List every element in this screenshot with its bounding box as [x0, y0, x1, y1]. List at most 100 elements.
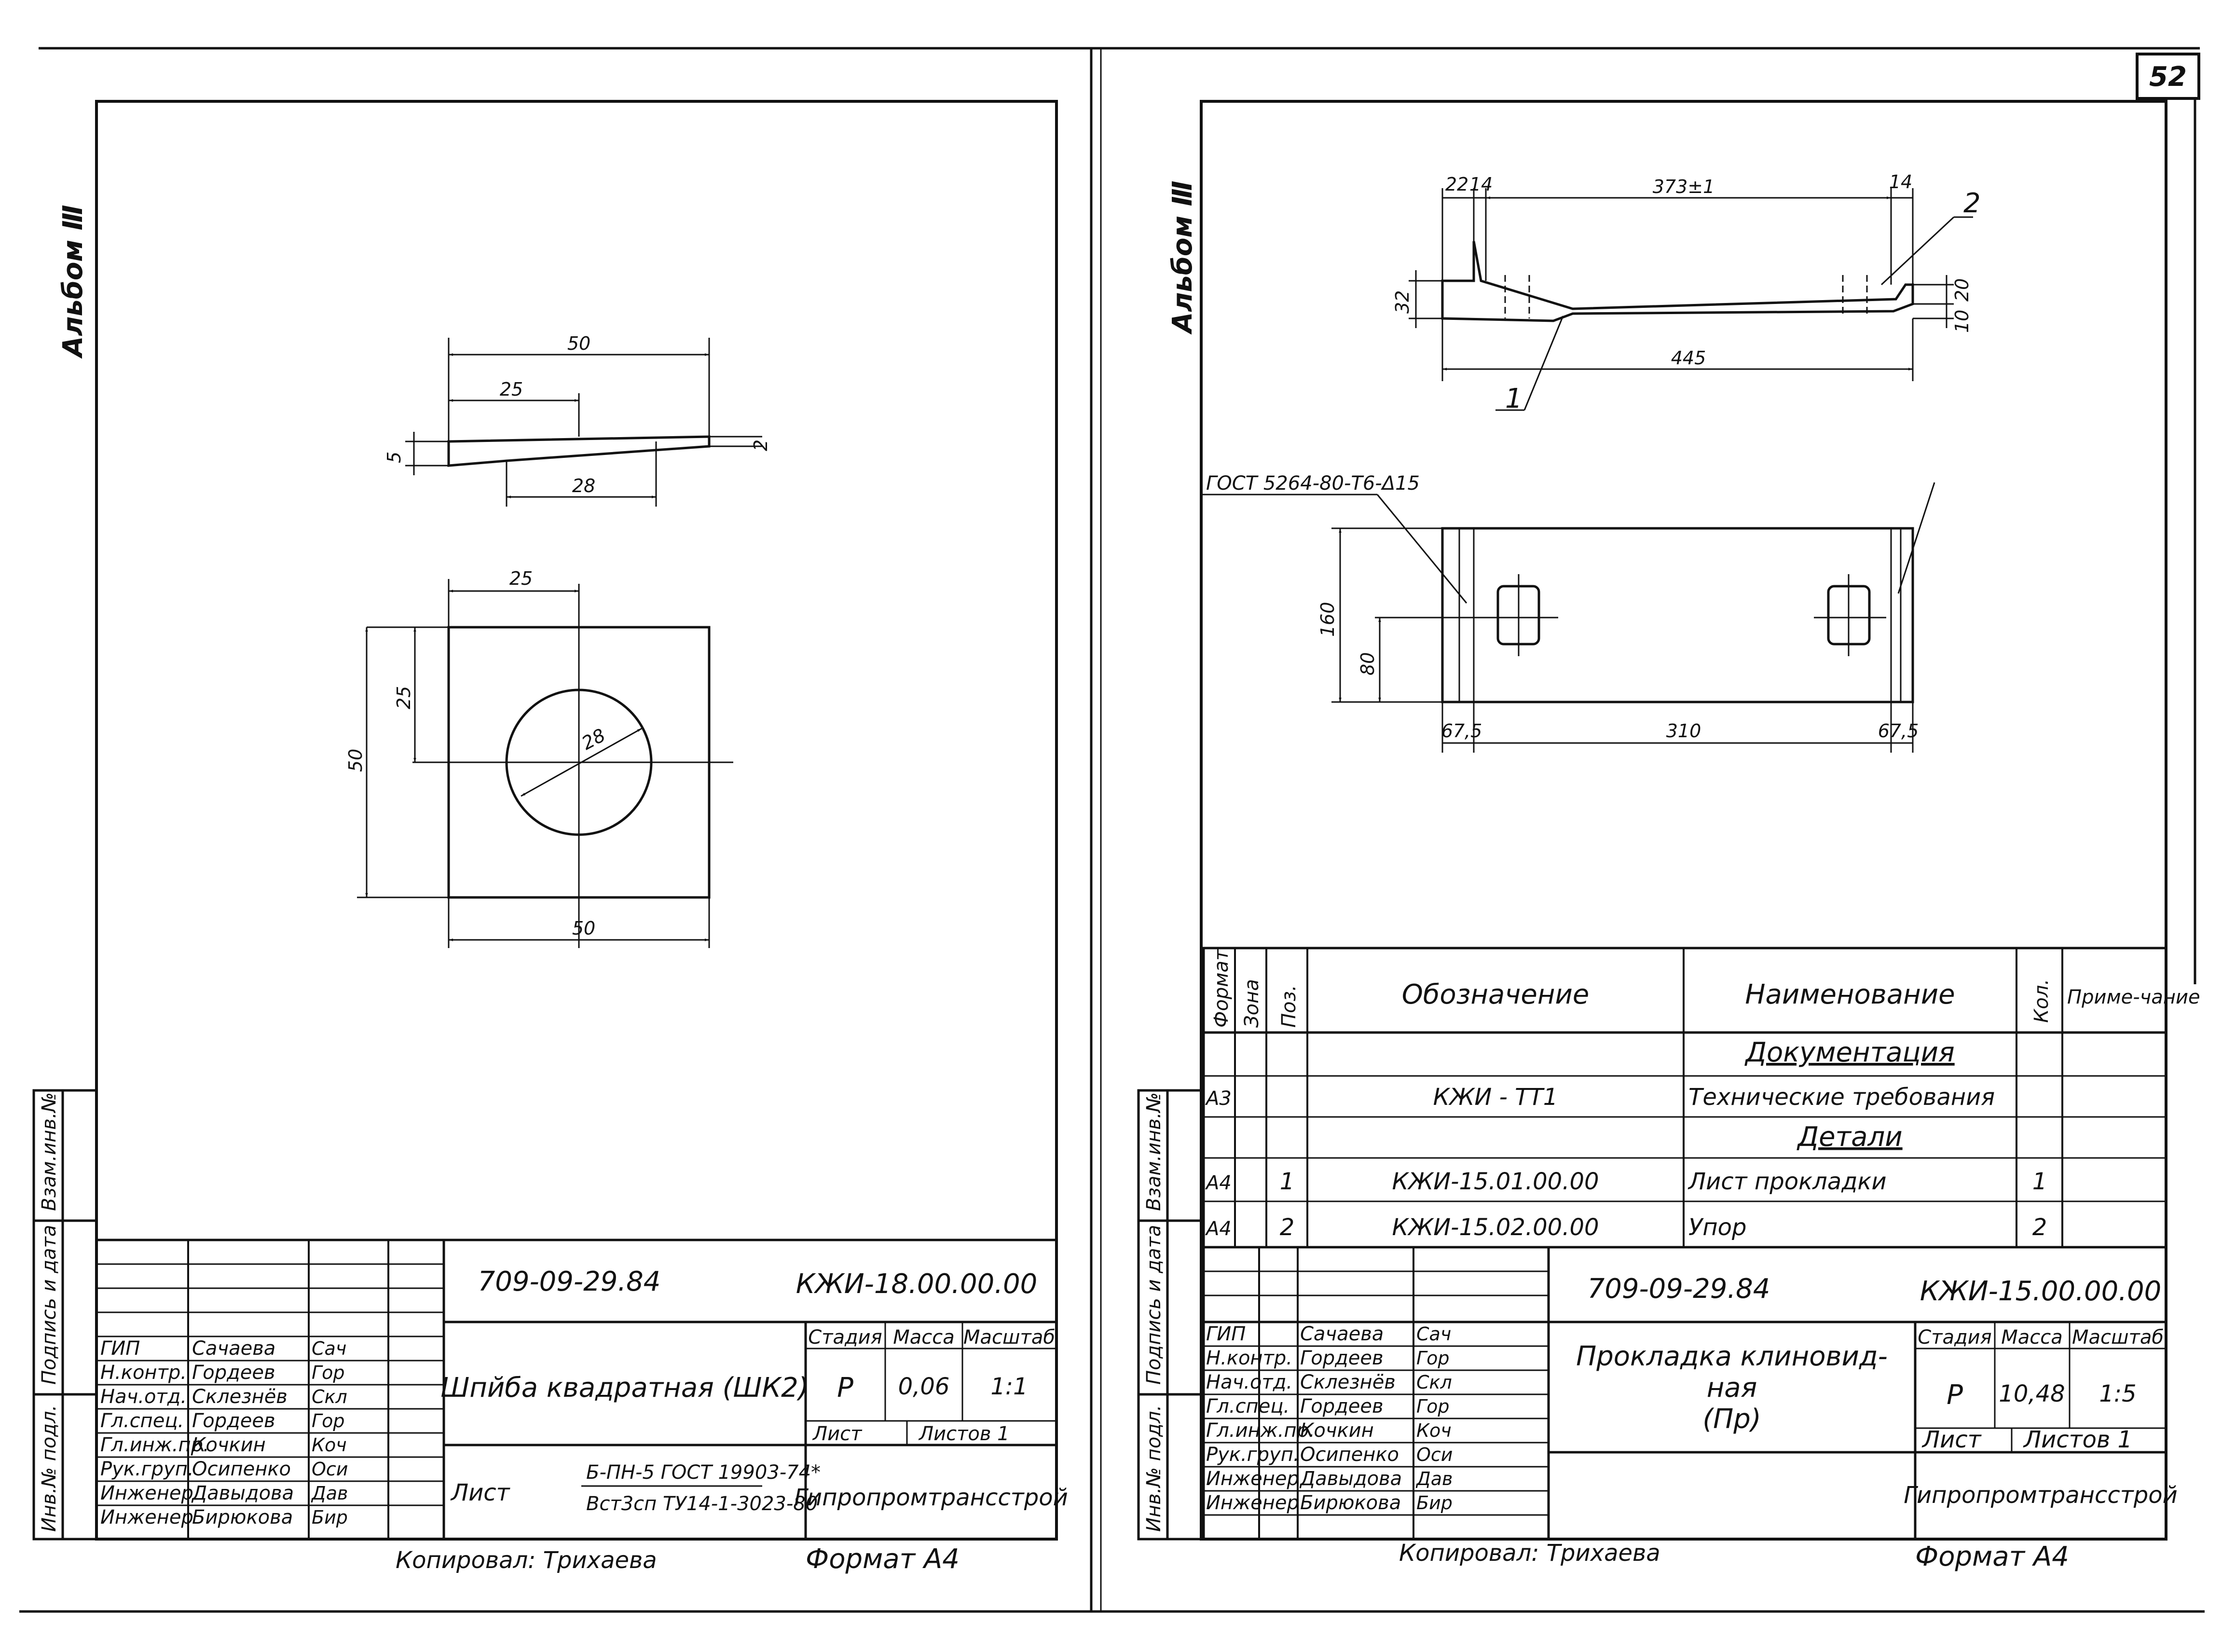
staff-role: Н.контр. — [100, 1362, 187, 1384]
spec-cell-name: Технические требования — [1688, 1084, 1995, 1111]
left-copied: Копировал: Трихаева — [396, 1547, 657, 1574]
staff-signature: Оси — [1416, 1444, 1453, 1465]
dim-wedge-span: 373±1 — [1653, 176, 1715, 197]
right-album-label: Альбом Ⅲ — [1167, 180, 1198, 335]
right-stage: Р — [1947, 1379, 1963, 1411]
staff-signature: Коч — [1416, 1420, 1452, 1441]
page-number-box: 52 — [2136, 53, 2200, 100]
dim-plan-half-v: 25 — [393, 686, 414, 709]
staff-name: Склезнёв — [192, 1386, 288, 1408]
right-scale-label: Масштаб — [2072, 1326, 2164, 1349]
spec-cell-format: А4 — [1205, 1218, 1232, 1240]
dim-top-bottom: 28 — [572, 475, 595, 496]
spec-table-grid — [1202, 947, 2167, 1249]
right-stamp-sign: Подпись и дата — [1143, 1225, 1165, 1385]
dim-plan-right: 67,5 — [1878, 720, 1919, 742]
staff-role: Инженер — [100, 1506, 193, 1528]
staff-name: Склезнёв — [1300, 1371, 1396, 1393]
spec-header-designation: Обозначение — [1402, 979, 1590, 1010]
staff-signature: Сач — [1416, 1323, 1451, 1345]
staff-name: Осипенко — [192, 1458, 291, 1480]
staff-signature: Дав — [311, 1483, 348, 1504]
staff-role: Нач.отд. — [1206, 1371, 1292, 1393]
weld-note: ГОСТ 5264-80-Т6-Δ15 — [1206, 472, 1420, 495]
wedge-plan-view — [1201, 482, 1935, 753]
spec-section-title: Детали — [1796, 1121, 1902, 1153]
left-sheet-label: Лист — [812, 1423, 863, 1445]
spec-cell-designation: КЖИ - ТТ1 — [1433, 1084, 1558, 1111]
staff-signature: Бир — [1416, 1492, 1453, 1514]
right-sheets-label: Листов 1 — [2023, 1426, 2132, 1453]
left-doc-code: КЖИ-18.00.00.00 — [796, 1268, 1038, 1300]
left-scale-label: Масштаб — [963, 1326, 1055, 1349]
dim-wedge-32: 32 — [1392, 290, 1413, 314]
staff-name: Гордеев — [1300, 1395, 1384, 1418]
dim-wedge-10: 10 — [1951, 310, 1973, 333]
staff-name: Давыдова — [1299, 1468, 1402, 1490]
right-doc-code: КЖИ-15.00.00.00 — [1920, 1276, 2162, 1307]
dim-plan-h: 50 — [572, 918, 595, 939]
spec-header-zone: Зона — [1241, 979, 1263, 1028]
left-title-block — [95, 1239, 1058, 1541]
left-material-top: Б-ПН-5 ГОСТ 19903-74* — [586, 1461, 821, 1484]
staff-role: Н.контр. — [1206, 1347, 1292, 1369]
staff-signature: Оси — [312, 1459, 348, 1480]
washer-side-view — [405, 338, 762, 507]
dim-wedge-22: 22 — [1445, 174, 1468, 195]
right-part-name-3: (Пр) — [1702, 1404, 1761, 1435]
staff-role: Нач.отд. — [100, 1386, 187, 1408]
staff-signature: Гор — [1416, 1396, 1450, 1417]
left-doc-number: 709-09-29.84 — [478, 1266, 661, 1297]
staff-role: Рук.груп. — [100, 1458, 194, 1480]
staff-name: Гордеев — [1300, 1347, 1384, 1369]
spec-header-name: Наименование — [1745, 979, 1955, 1010]
staff-signature: Скл — [312, 1386, 347, 1407]
right-copied: Копировал: Трихаева — [1399, 1540, 1660, 1567]
left-material-bottom: Вст3сп ТУ14-1-3023-80 — [586, 1493, 818, 1515]
right-stamp-replace: Взам.инв.№ — [1143, 1092, 1165, 1211]
left-part-name: Шпйба квадратная (ШК2) — [440, 1372, 809, 1404]
spec-header-note: Приме-чание — [2067, 986, 2200, 1008]
callout-1: 1 — [1505, 383, 1522, 414]
left-stage-label: Стадия — [808, 1326, 882, 1349]
right-doc-number: 709-09-29.84 — [1588, 1273, 1770, 1305]
right-stamp-inv: Инв.№ подл. — [1143, 1405, 1165, 1532]
right-org: Гипропромтрансстрой — [1904, 1482, 2178, 1509]
staff-role: Инженер — [1206, 1468, 1299, 1490]
dim-top-thin: 2 — [750, 440, 771, 451]
right-part-name-1: Прокладка клиновид- — [1576, 1341, 1888, 1372]
left-material-prefix: Лист — [450, 1479, 511, 1506]
staff-role: ГИП — [100, 1337, 140, 1360]
staff-signature: Бир — [312, 1507, 348, 1528]
right-scale: 1:5 — [2099, 1380, 2136, 1407]
dim-wedge-total: 445 — [1671, 347, 1706, 369]
spec-cell-pos: 2 — [1280, 1214, 1295, 1241]
dim-top-half: 25 — [500, 379, 523, 400]
dim-plan-half-h: 25 — [509, 568, 533, 589]
right-format: Формат А4 — [1915, 1541, 2069, 1572]
staff-role: Инженер — [100, 1482, 193, 1504]
staff-role: Гл.спец. — [100, 1410, 184, 1432]
spec-cell-designation: КЖИ-15.02.00.00 — [1392, 1214, 1599, 1241]
left-stage: Р — [837, 1372, 853, 1404]
dim-top-length: 50 — [567, 333, 590, 354]
left-stamp-replace: Взам.инв.№ — [38, 1092, 60, 1211]
washer-plan-view — [357, 579, 733, 948]
dim-wedge-20: 20 — [1951, 278, 1973, 302]
staff-signature: Гор — [1416, 1348, 1450, 1369]
staff-name: Давыдова — [191, 1482, 294, 1504]
page-number: 52 — [2149, 61, 2187, 93]
spec-cell-name: Упор — [1688, 1214, 1746, 1241]
left-stamp-sign: Подпись и дата — [38, 1225, 60, 1385]
dim-plan-80: 80 — [1357, 652, 1378, 675]
spec-cell-designation: КЖИ-15.01.00.00 — [1392, 1168, 1599, 1195]
dim-wedge-14a: 14 — [1469, 174, 1493, 195]
staff-signature: Коч — [312, 1434, 347, 1456]
spec-cell-format: А3 — [1205, 1088, 1232, 1110]
left-sheets-label: Листов 1 — [918, 1423, 1010, 1445]
staff-role: Гл.инж.пр. — [100, 1434, 209, 1456]
spec-cell-qty: 1 — [2032, 1168, 2047, 1195]
